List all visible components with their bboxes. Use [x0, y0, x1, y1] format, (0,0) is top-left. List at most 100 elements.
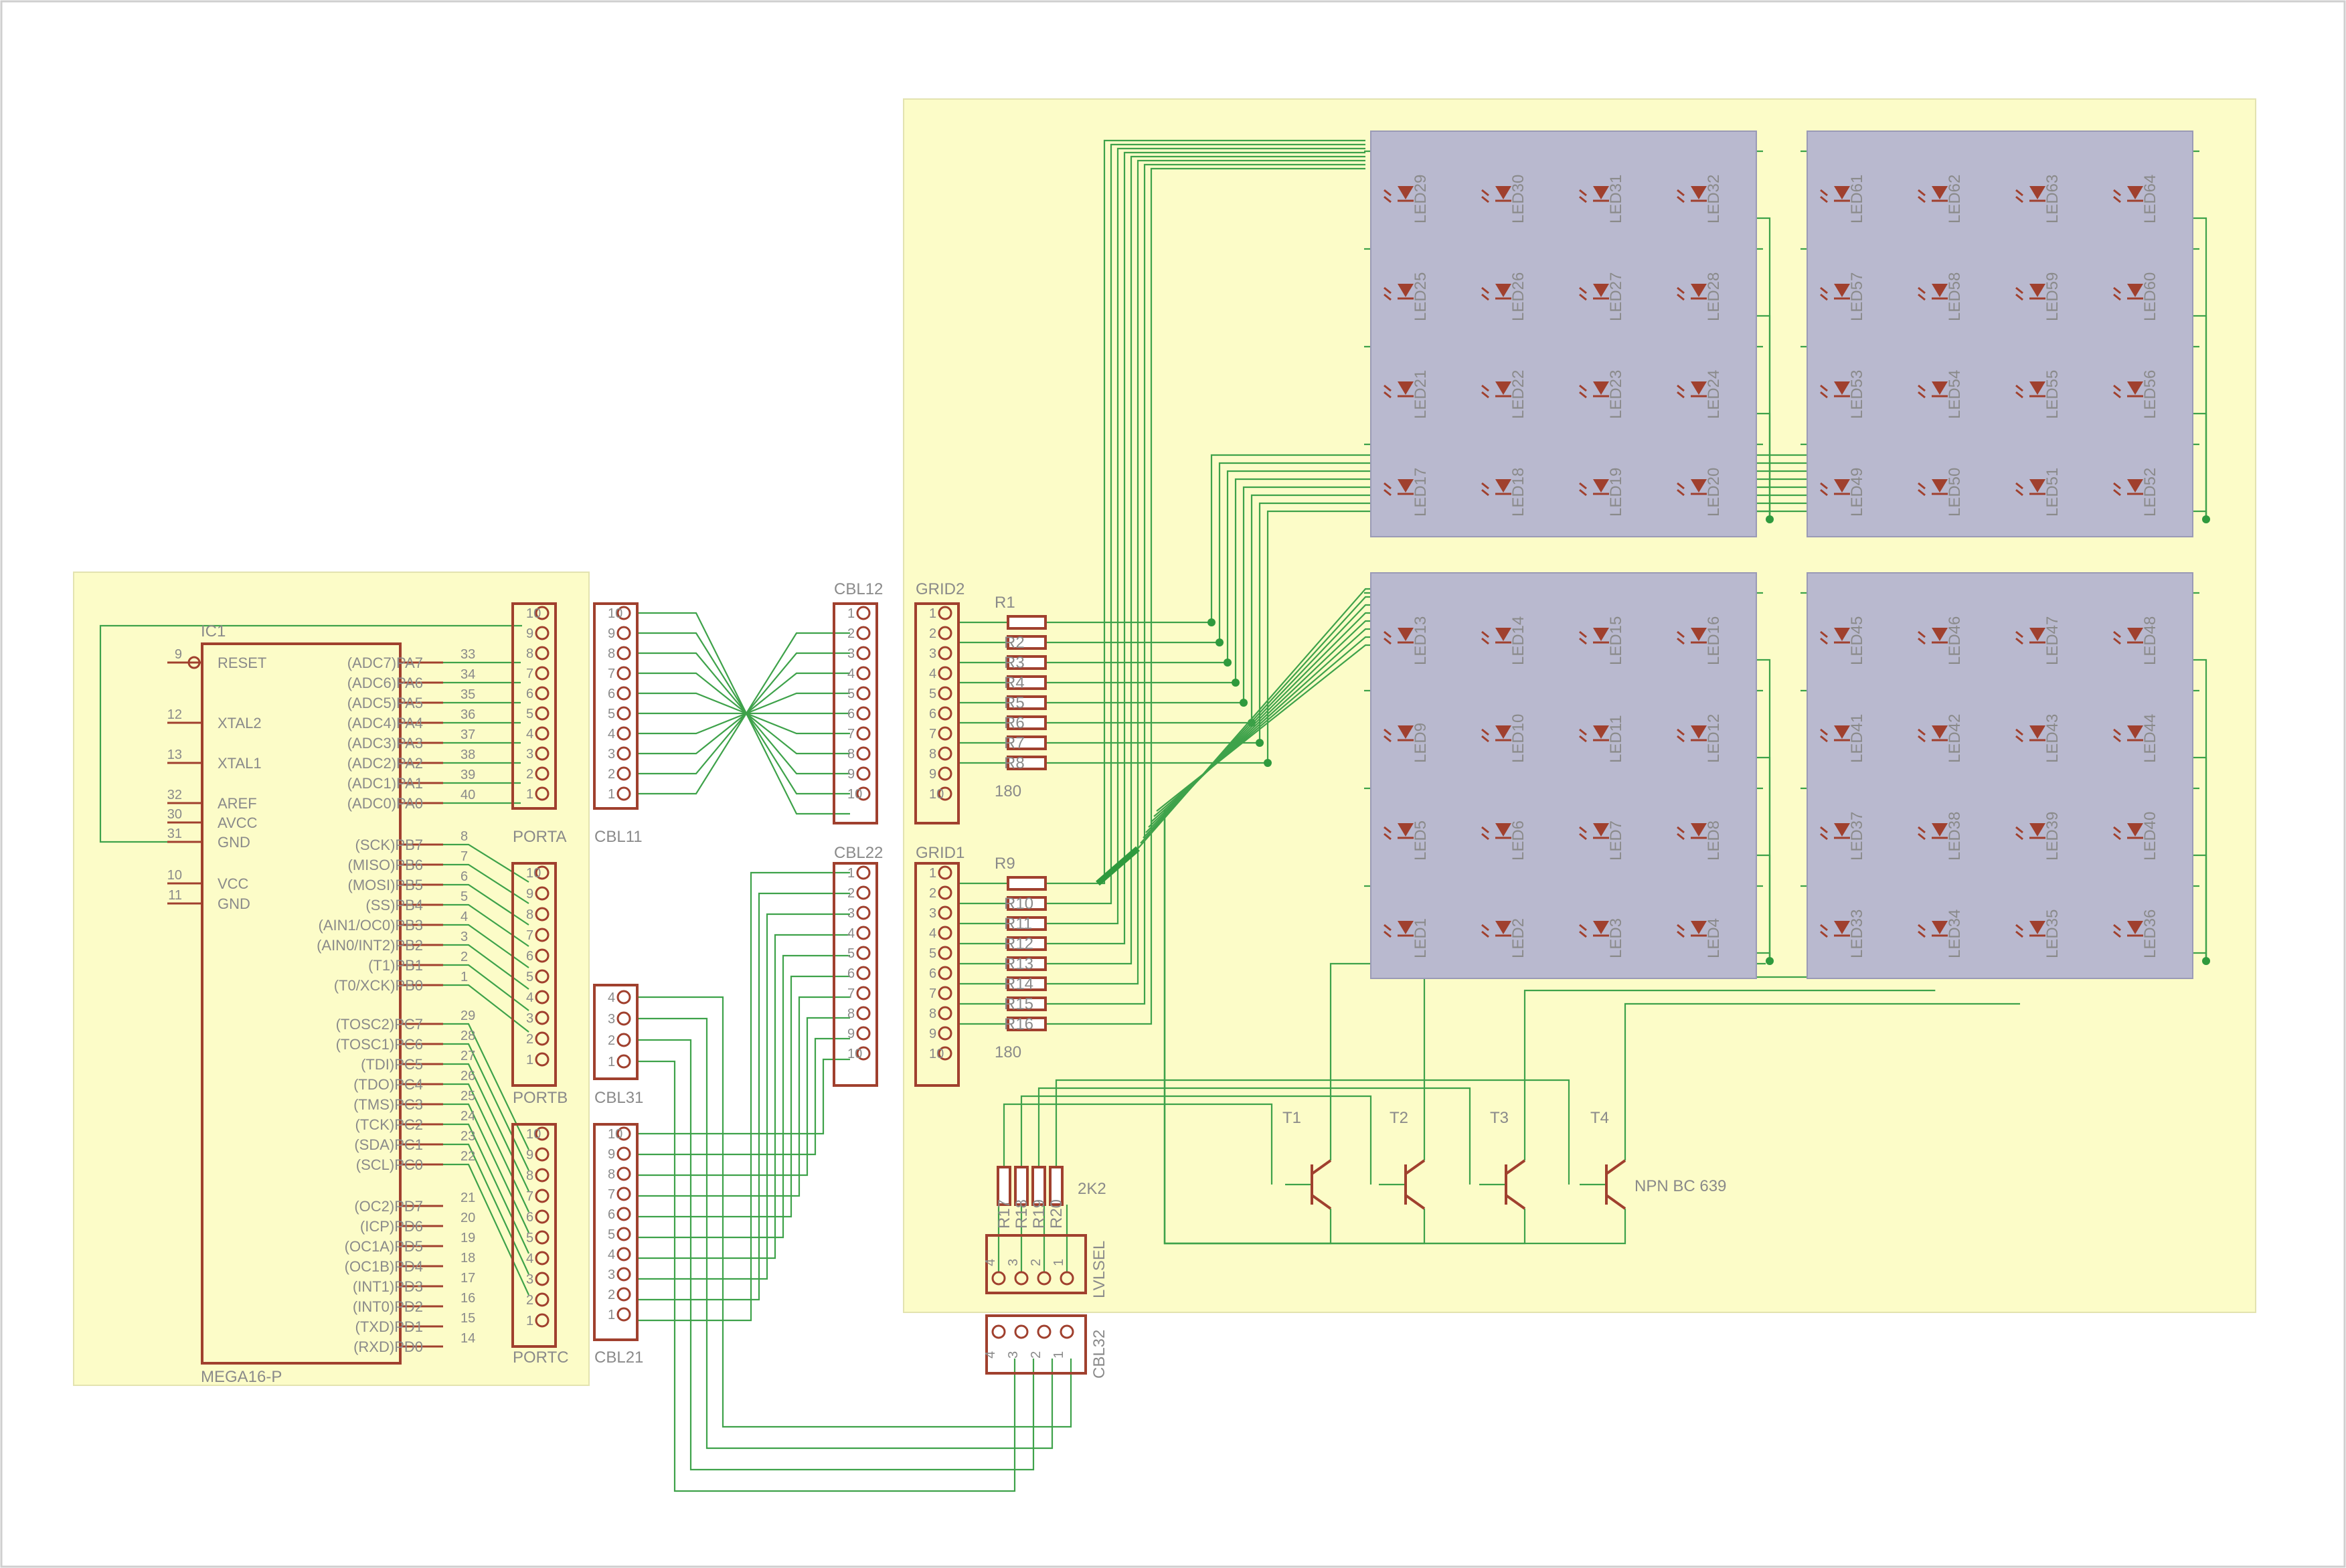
mcu-pin-number: 25 — [460, 1089, 475, 1104]
connector-pin-number: 2 — [608, 767, 615, 782]
flat-cable-wire — [639, 892, 850, 1301]
led-emission-arrow — [1579, 195, 1587, 203]
connector-pin-number: 6 — [526, 949, 533, 964]
port-b-wire — [443, 964, 529, 1011]
connector-pin — [938, 746, 952, 761]
mcu-pin-number: 6 — [460, 869, 468, 884]
led-emission-arrow — [1677, 833, 1685, 841]
led-symbol — [1834, 823, 1850, 837]
led-ref: LED15 — [1607, 616, 1625, 665]
connector-pin-number: 4 — [929, 667, 936, 681]
connector-pin — [535, 746, 550, 761]
connector-pin-number: 4 — [526, 727, 533, 742]
led-ref: LED3 — [1607, 918, 1625, 958]
mcu-pin-name: (ADC0)PA0 — [347, 795, 423, 812]
connector-pin-number: 3 — [1006, 1351, 1021, 1359]
mcu-pin-number: 7 — [460, 849, 468, 864]
led-emission-arrow — [1677, 189, 1685, 197]
transistor-collector — [1311, 1159, 1332, 1175]
resistor-value: 180 — [995, 782, 1021, 800]
connector-pin-number: 5 — [608, 707, 615, 721]
led-emission-arrow — [1384, 728, 1392, 736]
connector-pin-number: 1 — [1052, 1351, 1066, 1359]
mcu-pin-number: 14 — [460, 1331, 475, 1346]
connector-pin-number: 9 — [847, 1027, 855, 1041]
led-emission-arrow — [1384, 630, 1392, 638]
connector-pin-number: 2 — [608, 1288, 615, 1302]
mcu-pin-number: 30 — [167, 807, 182, 822]
junction-dot — [1207, 618, 1216, 626]
mcu-pin-number: 15 — [460, 1311, 475, 1326]
connector-pin-number: 4 — [608, 990, 615, 1005]
led-emission-arrow — [1918, 728, 1926, 736]
connector-pin — [938, 766, 952, 781]
mcu-pin-name: (ADC4)PA4 — [347, 715, 423, 731]
connector-pin — [535, 786, 550, 801]
led-panel — [1370, 130, 1757, 537]
transistor-ref: T3 — [1490, 1109, 1509, 1127]
connector-pin-number: 4 — [608, 1247, 615, 1262]
mcu-pin-number: 11 — [168, 888, 182, 903]
connector-pin-number: 3 — [1006, 1259, 1021, 1266]
mcu-pin-name: GND — [218, 834, 250, 851]
wire-bundle — [1096, 846, 1140, 886]
led-ref: LED31 — [1607, 175, 1625, 224]
connector-pin — [535, 1209, 550, 1224]
connector-pin — [535, 969, 550, 984]
connector-pin — [856, 946, 871, 960]
led-emission-arrow — [1384, 391, 1392, 399]
junction-dot — [1264, 759, 1272, 767]
led-ref: LED52 — [2141, 468, 2159, 517]
base-resistor-ref: R17 — [995, 1199, 1013, 1229]
led-emission-arrow — [1384, 189, 1392, 197]
resistor-bank-first-ref: R1 — [995, 594, 1015, 612]
row-resistor-ref: R14 — [1004, 975, 1033, 993]
connector-pin — [535, 766, 550, 781]
connector-grid2 — [914, 602, 960, 824]
led-ref: LED30 — [1509, 175, 1527, 224]
connector-pin — [616, 766, 631, 781]
row-resistor — [1007, 635, 1047, 650]
led-ref: LED28 — [1705, 272, 1723, 321]
connector-pin-number: 8 — [526, 646, 533, 661]
led-emission-arrow — [1481, 728, 1489, 736]
led-emission-arrow — [1579, 391, 1587, 399]
led-symbol — [2127, 479, 2143, 493]
mcu-pin-name: GND — [218, 895, 250, 912]
connector-pin-number: 2 — [526, 767, 533, 782]
led-emission-arrow — [1481, 195, 1489, 203]
mcu-pin-number: 13 — [167, 748, 182, 762]
led-symbol — [1495, 628, 1511, 641]
led-ref: LED24 — [1705, 370, 1723, 419]
mcu-pin-name: (TXD)PD1 — [355, 1318, 423, 1335]
mcu-pin-number: 8 — [460, 829, 468, 844]
led-emission-arrow — [1677, 391, 1685, 399]
mcu-pin-number: 12 — [167, 707, 182, 722]
led-symbol — [1932, 284, 1948, 297]
led-emission-arrow — [1579, 286, 1587, 294]
led-symbol — [1691, 628, 1707, 641]
led-emission-arrow — [2113, 630, 2121, 638]
led-symbol — [1932, 628, 1948, 641]
led-ref: LED40 — [2141, 812, 2159, 861]
flat-cable-wire — [639, 975, 850, 1218]
mcu-pin-name: (ADC7)PA7 — [347, 655, 423, 671]
connector-pin — [616, 1247, 631, 1261]
led-symbol — [1593, 479, 1609, 493]
led-symbol — [1495, 381, 1511, 395]
flat-cable-wire — [639, 954, 850, 1239]
led-emission-arrow — [2113, 293, 2121, 301]
led-symbol — [1593, 628, 1609, 641]
led-symbol — [2127, 823, 2143, 837]
connector-pin — [856, 966, 871, 980]
led-emission-arrow — [2015, 637, 2023, 645]
connector-pin-number: 4 — [847, 667, 855, 681]
mcu-body — [201, 642, 402, 1365]
mcu-pin-number: 23 — [460, 1129, 475, 1144]
transistor-ref: T2 — [1390, 1109, 1408, 1127]
row-resistor — [1007, 655, 1047, 670]
connector-pin — [1037, 1324, 1052, 1339]
led-emission-arrow — [1918, 826, 1926, 834]
led-emission-arrow — [1579, 293, 1587, 301]
mcu-pin-number: 26 — [460, 1069, 475, 1083]
